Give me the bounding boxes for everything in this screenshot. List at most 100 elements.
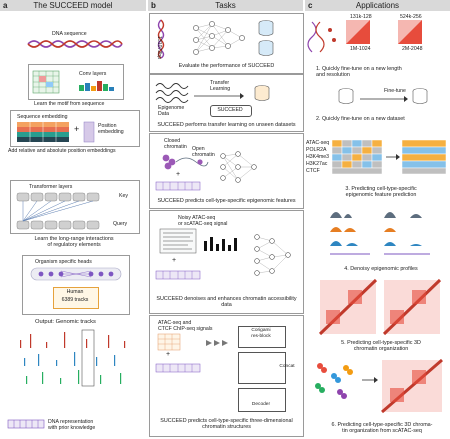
plus-sign-b5: + — [166, 351, 171, 358]
task-denoise-box: Noisy ATAC-seq or scATAC-seq signal + SU… — [149, 210, 304, 314]
transformer-layers-label: Transformer layers — [29, 184, 73, 190]
signals-label: ATAC-seq and CTCF ChIP-seq signals — [158, 320, 213, 332]
genomic-tracks-plot — [20, 329, 126, 387]
feature-grid-icon — [331, 139, 383, 175]
feature-arrow — [386, 154, 400, 160]
concat-label: Concat — [279, 364, 295, 369]
scatac-contact-map — [381, 358, 443, 414]
task-evaluate-box: 131072bp Evaluate the performance of SUC… — [149, 13, 304, 74]
size-131k-label: 131k-128 — [350, 14, 372, 20]
app-1-caption: 1. Quickly fine-tune on a new length and… — [316, 66, 402, 79]
dna-sequence-label: DNA sequence — [52, 31, 87, 37]
succeed-model-box — [210, 105, 252, 117]
panel-c-letter: c — [308, 1, 313, 10]
task-epigenomic-caption: SUCCEED predicts cell-type-specific epig… — [157, 198, 296, 204]
app-5-caption: 5. Predicting cell-type-specific 3D chro… — [341, 340, 421, 353]
head-network-icon — [30, 267, 122, 281]
succeed-model-label: SUCCEED — [217, 107, 243, 113]
transfer-arrow — [194, 93, 244, 99]
position-embedding-icon — [83, 121, 95, 143]
output-label: Output: Genomic tracks — [35, 319, 96, 325]
open-chromatin-label: Open chromatin — [192, 146, 215, 158]
plus-sign-b3: + — [176, 171, 181, 178]
dna-vertical-icon — [157, 19, 165, 59]
denoise-profiles-icon — [330, 212, 430, 255]
epigenome-data-label: Epigenome Data — [158, 105, 185, 117]
task-evaluate-caption: Evaluate the performance of SUCCEED — [178, 63, 275, 69]
app-3-caption: 3. Predicting cell-type-specific epigeno… — [345, 186, 417, 199]
conv-block: Conv layers — [28, 64, 124, 100]
panel-c-title: Applications — [355, 1, 400, 10]
query-label: Query — [113, 221, 128, 227]
noisy-signal-icon — [159, 228, 197, 254]
panel-b-header: b Tasks — [148, 0, 303, 11]
database-icon-1 — [258, 20, 274, 36]
app-4-caption: 4. Denoisy epigenomic profiles — [344, 266, 418, 272]
finetune-db-icon-2 — [412, 88, 428, 104]
epigenome-signal-icon — [155, 83, 189, 103]
input-sequence-cells — [155, 181, 201, 191]
task-transfer-box: Epigenome Data Transfer Learning SUCCEED… — [149, 74, 304, 132]
network-icon-3 — [254, 234, 291, 276]
corigami-block-box — [238, 326, 286, 348]
motif-logo-icon — [79, 81, 114, 91]
human-label: Human — [66, 289, 84, 295]
input-sequence-cells-2 — [155, 270, 201, 280]
panel-b-title: Tasks — [215, 1, 236, 10]
finetune-db-icon-1 — [338, 88, 354, 104]
mark-h3k27ac-label: H3K27ac — [306, 161, 328, 167]
scatac-arrow — [362, 377, 378, 383]
network-icon-2 — [220, 151, 257, 183]
panel-a-title: The SUCCEED model — [33, 1, 113, 10]
database-icon-3 — [254, 85, 270, 101]
feature-output-grid — [401, 139, 447, 175]
size-2m-label: 2M-2048 — [402, 46, 423, 52]
database-icon-2 — [258, 40, 274, 56]
closed-chromatin-label: Closed chromatin — [164, 138, 187, 150]
panel-c-header: c Applications — [305, 0, 450, 11]
conv-layers-label: Conv layers — [79, 71, 107, 77]
chromatin-icon — [162, 154, 209, 170]
dna-representation-label: DNA representation with prior knowledge — [48, 419, 96, 431]
tracks-label: 6389 tracks — [61, 297, 89, 303]
signal-grid-icon — [157, 333, 181, 351]
finetune-label: Fine-tune — [384, 88, 406, 94]
position-embedding-label: Position embedding — [98, 123, 124, 135]
app-6-caption: 6. Predicting cell-type-specific 3D chro… — [331, 422, 433, 435]
size-1m-label: 1M-1024 — [350, 46, 371, 52]
plus-sign-b4: + — [172, 257, 177, 264]
conv-grid-icon — [32, 70, 60, 94]
dna-representation-icon — [7, 419, 45, 429]
umap-clusters-icon — [315, 363, 353, 399]
embedding-matrix-icon — [17, 122, 69, 142]
processing-arrows — [206, 340, 228, 346]
sequence-embedding-label: Sequence embedding — [17, 114, 68, 120]
sequence-length-label: 131072bp — [156, 36, 162, 60]
app-2-caption: 2. Quickly fine-tune on a new dataset — [316, 116, 405, 122]
mark-ctcf-label: CTCF — [306, 168, 320, 174]
input-sequence-cells-3 — [155, 363, 201, 373]
noisy-signal-label: Noisy ATAC-seq or scATAC-seq signal — [178, 215, 228, 227]
corigami-block-label: Corigami res-block — [251, 328, 271, 339]
panel-a-header: a The SUCCEED model — [0, 0, 146, 11]
organism-heads-label: Organism specific heads — [35, 259, 92, 265]
transformer-block: Transformer layers Key Query — [10, 180, 140, 234]
task-transfer-caption: SUCCEED performs transfer learning on un… — [157, 122, 296, 128]
task-denoise-caption: SUCCEED denoises and enhances chromatin … — [156, 296, 297, 309]
dna-mini-icon — [307, 21, 336, 53]
key-label: Key — [119, 193, 128, 199]
embedding-block: Sequence embedding + Position embedding — [10, 110, 140, 147]
resolution-heatmaps-icon — [346, 20, 422, 44]
accessibility-bars — [204, 237, 237, 251]
dna-helix-icon — [27, 40, 123, 48]
organism-heads-block: Organism specific heads Human 6389 track… — [22, 255, 130, 315]
learn-interactions-label: Learn the long-range interactions of reg… — [34, 236, 114, 249]
add-embeddings-label: Add relative and absolute position embed… — [8, 148, 116, 154]
decoder-block-box — [238, 388, 286, 412]
size-524k-label: 524k-256 — [400, 14, 422, 20]
decoder-label: Decoder — [251, 402, 271, 407]
panel-b-letter: b — [151, 1, 156, 10]
transfer-learning-label: Transfer Learning — [210, 80, 231, 92]
mark-polr2a-label: POLR2A — [306, 147, 327, 153]
human-head-box — [53, 287, 99, 309]
